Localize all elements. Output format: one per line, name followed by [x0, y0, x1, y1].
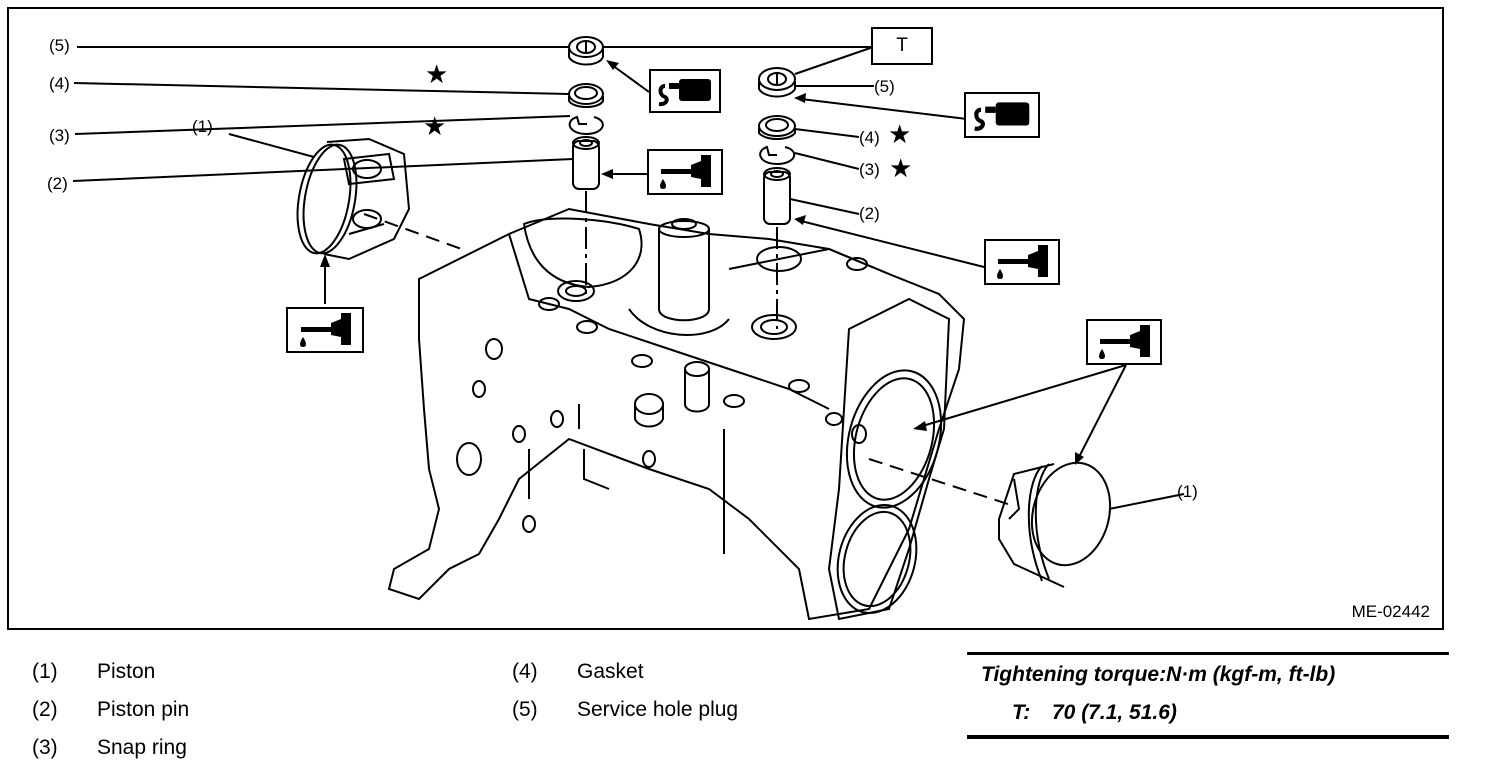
- leader-right-pin: [789, 198, 860, 215]
- callout-left-gasket: (4): [49, 74, 70, 93]
- callout-right-pin: (2): [859, 204, 880, 223]
- star-icon: ★: [889, 153, 913, 183]
- piston-left: [296, 137, 411, 261]
- sealant-icon: [649, 69, 721, 113]
- arrow-bore-oil: [918, 364, 1127, 428]
- callout-right-snap-ring: (3): [859, 160, 880, 179]
- diagram-drawing: [72, 36, 1185, 621]
- engine-oil-icon: [286, 307, 364, 353]
- arrow-left-plug-sealant: [611, 64, 650, 93]
- leader-left-snap-ring: [74, 115, 571, 135]
- piston-right: [998, 461, 1112, 588]
- callout-right-piston: (1): [1177, 482, 1198, 501]
- engine-oil-icon: [984, 239, 1060, 285]
- legend-number: (3): [32, 736, 58, 759]
- arrow-right-piston-oil: [1078, 364, 1127, 458]
- torque-heading: Tightening torque:N·m (kgf-m, ft-lb): [981, 663, 1336, 686]
- leader-left-gasket: [73, 82, 570, 95]
- engine-oil-icon: [647, 149, 723, 195]
- legend-label: Gasket: [577, 660, 644, 683]
- legend-label: Piston: [97, 660, 156, 683]
- engine-oil-icon: [1086, 319, 1162, 365]
- callout-right-gasket: (4): [859, 128, 880, 147]
- leader-right-gasket: [794, 128, 860, 138]
- torque-code: T:: [1012, 701, 1031, 724]
- legend-number: (4): [512, 660, 538, 683]
- torque-code-label: T: [896, 35, 908, 56]
- callout-left-piston: (1): [192, 117, 213, 136]
- star-icon: ★: [888, 119, 912, 149]
- callout-right-plug: (5): [874, 77, 895, 96]
- callout-left-plug: (5): [49, 36, 70, 55]
- leader-right-plug-torque: [794, 44, 880, 75]
- centerline-right-piston: [868, 458, 1015, 507]
- arrow-right-pin-oil: [800, 220, 985, 268]
- star-icon: ★: [425, 59, 449, 89]
- star-icon: ★: [423, 111, 447, 141]
- figure-id: ME-02442: [1351, 602, 1430, 621]
- leader-left-pin: [72, 158, 574, 182]
- callout-left-pin: (2): [47, 174, 68, 193]
- right-part-stack: [758, 67, 796, 329]
- legend-number: (2): [32, 698, 58, 721]
- centerline-left-piston: [363, 213, 468, 252]
- legend-number: (1): [32, 660, 58, 683]
- engine-block: [387, 207, 966, 621]
- sealant-icon: [964, 92, 1040, 138]
- leader-right-piston: [1108, 493, 1185, 510]
- callout-left-snap-ring: (3): [49, 126, 70, 145]
- torque-row: T: 70 (7.1, 51.6): [1012, 701, 1177, 725]
- torque-value: 70 (7.1, 51.6): [1052, 701, 1177, 724]
- arrow-right-plug-sealant: [800, 98, 968, 120]
- leader-left-piston: [228, 133, 315, 158]
- legend-label: Snap ring: [97, 736, 187, 759]
- legend-label: Piston pin: [97, 698, 190, 721]
- legend-label: Service hole plug: [577, 698, 739, 721]
- left-part-stack: [568, 36, 604, 299]
- torque-code-box: T: [871, 27, 933, 65]
- torque-spec-table: Tightening torque:N·m (kgf-m, ft-lb) T: 7…: [967, 652, 1449, 739]
- exploded-diagram: T (1) (1) (5) (4) (3) (2) (5) (4) (3) (2…: [7, 7, 1444, 630]
- leader-right-snap-ring: [794, 152, 860, 170]
- legend-number: (5): [512, 698, 538, 721]
